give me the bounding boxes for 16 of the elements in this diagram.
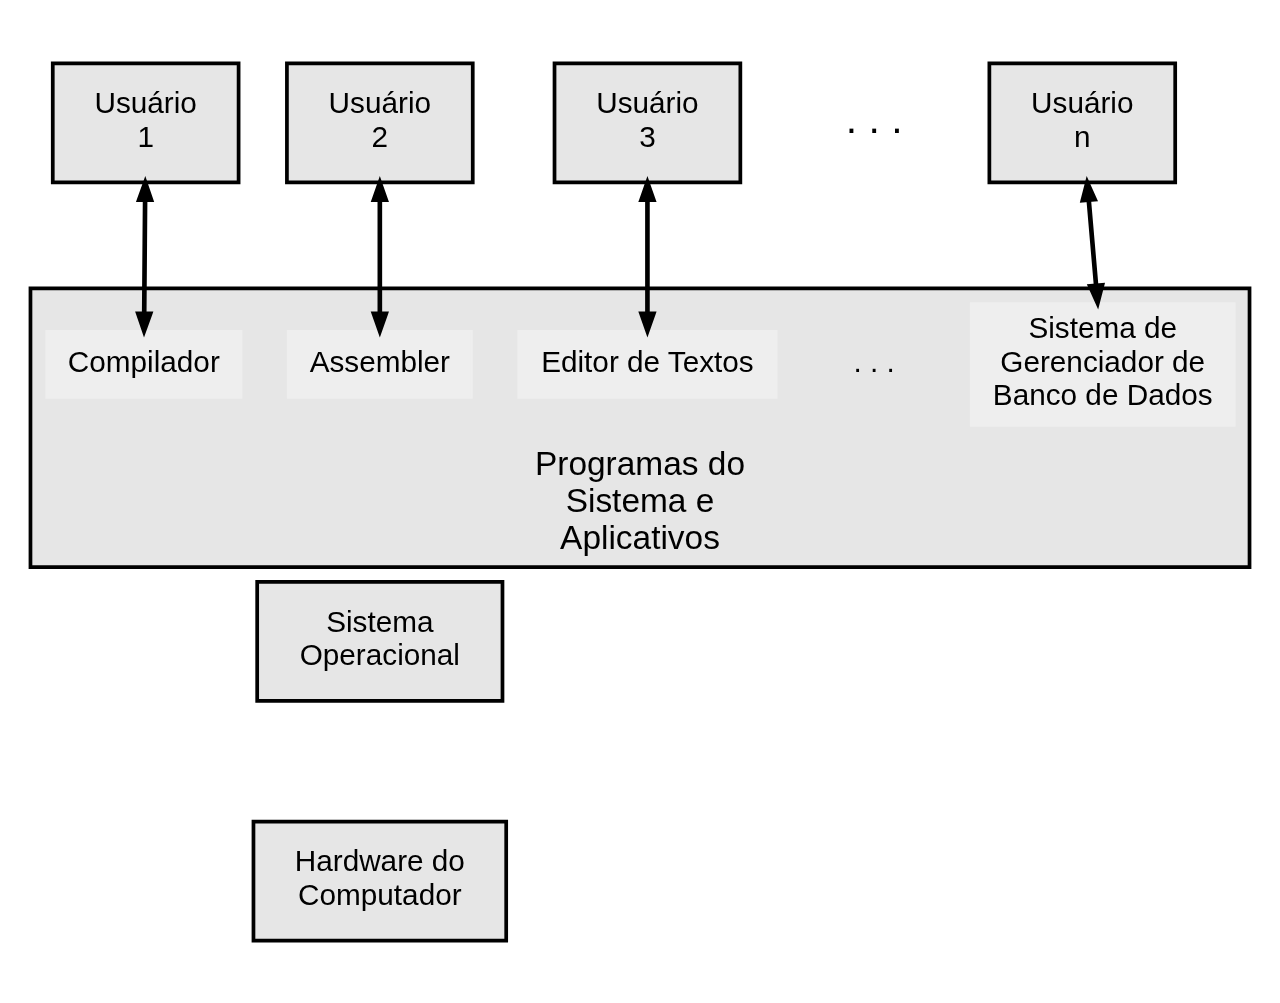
label: . . . (845, 95, 903, 142)
node-box: Usuário 1 (50, 61, 241, 184)
node-box: Assembler (286, 329, 473, 399)
label: . . . (853, 344, 895, 378)
node-box: Usuário 3 (552, 61, 743, 184)
node-box: Sistema de Gerenciador de Banco de Dados (969, 301, 1236, 427)
arrow (370, 175, 389, 338)
node-box: Usuário n (987, 61, 1178, 184)
arrow (638, 175, 657, 338)
node-box: Compilador (45, 329, 243, 399)
node-box: Editor de Textos (517, 329, 778, 399)
arrow (135, 175, 155, 338)
node-box: Usuário 2 (285, 61, 475, 184)
arrow (1079, 175, 1106, 310)
node-box: Hardware do Computador (251, 819, 509, 942)
node-box: Sistema Operacional (255, 579, 505, 703)
